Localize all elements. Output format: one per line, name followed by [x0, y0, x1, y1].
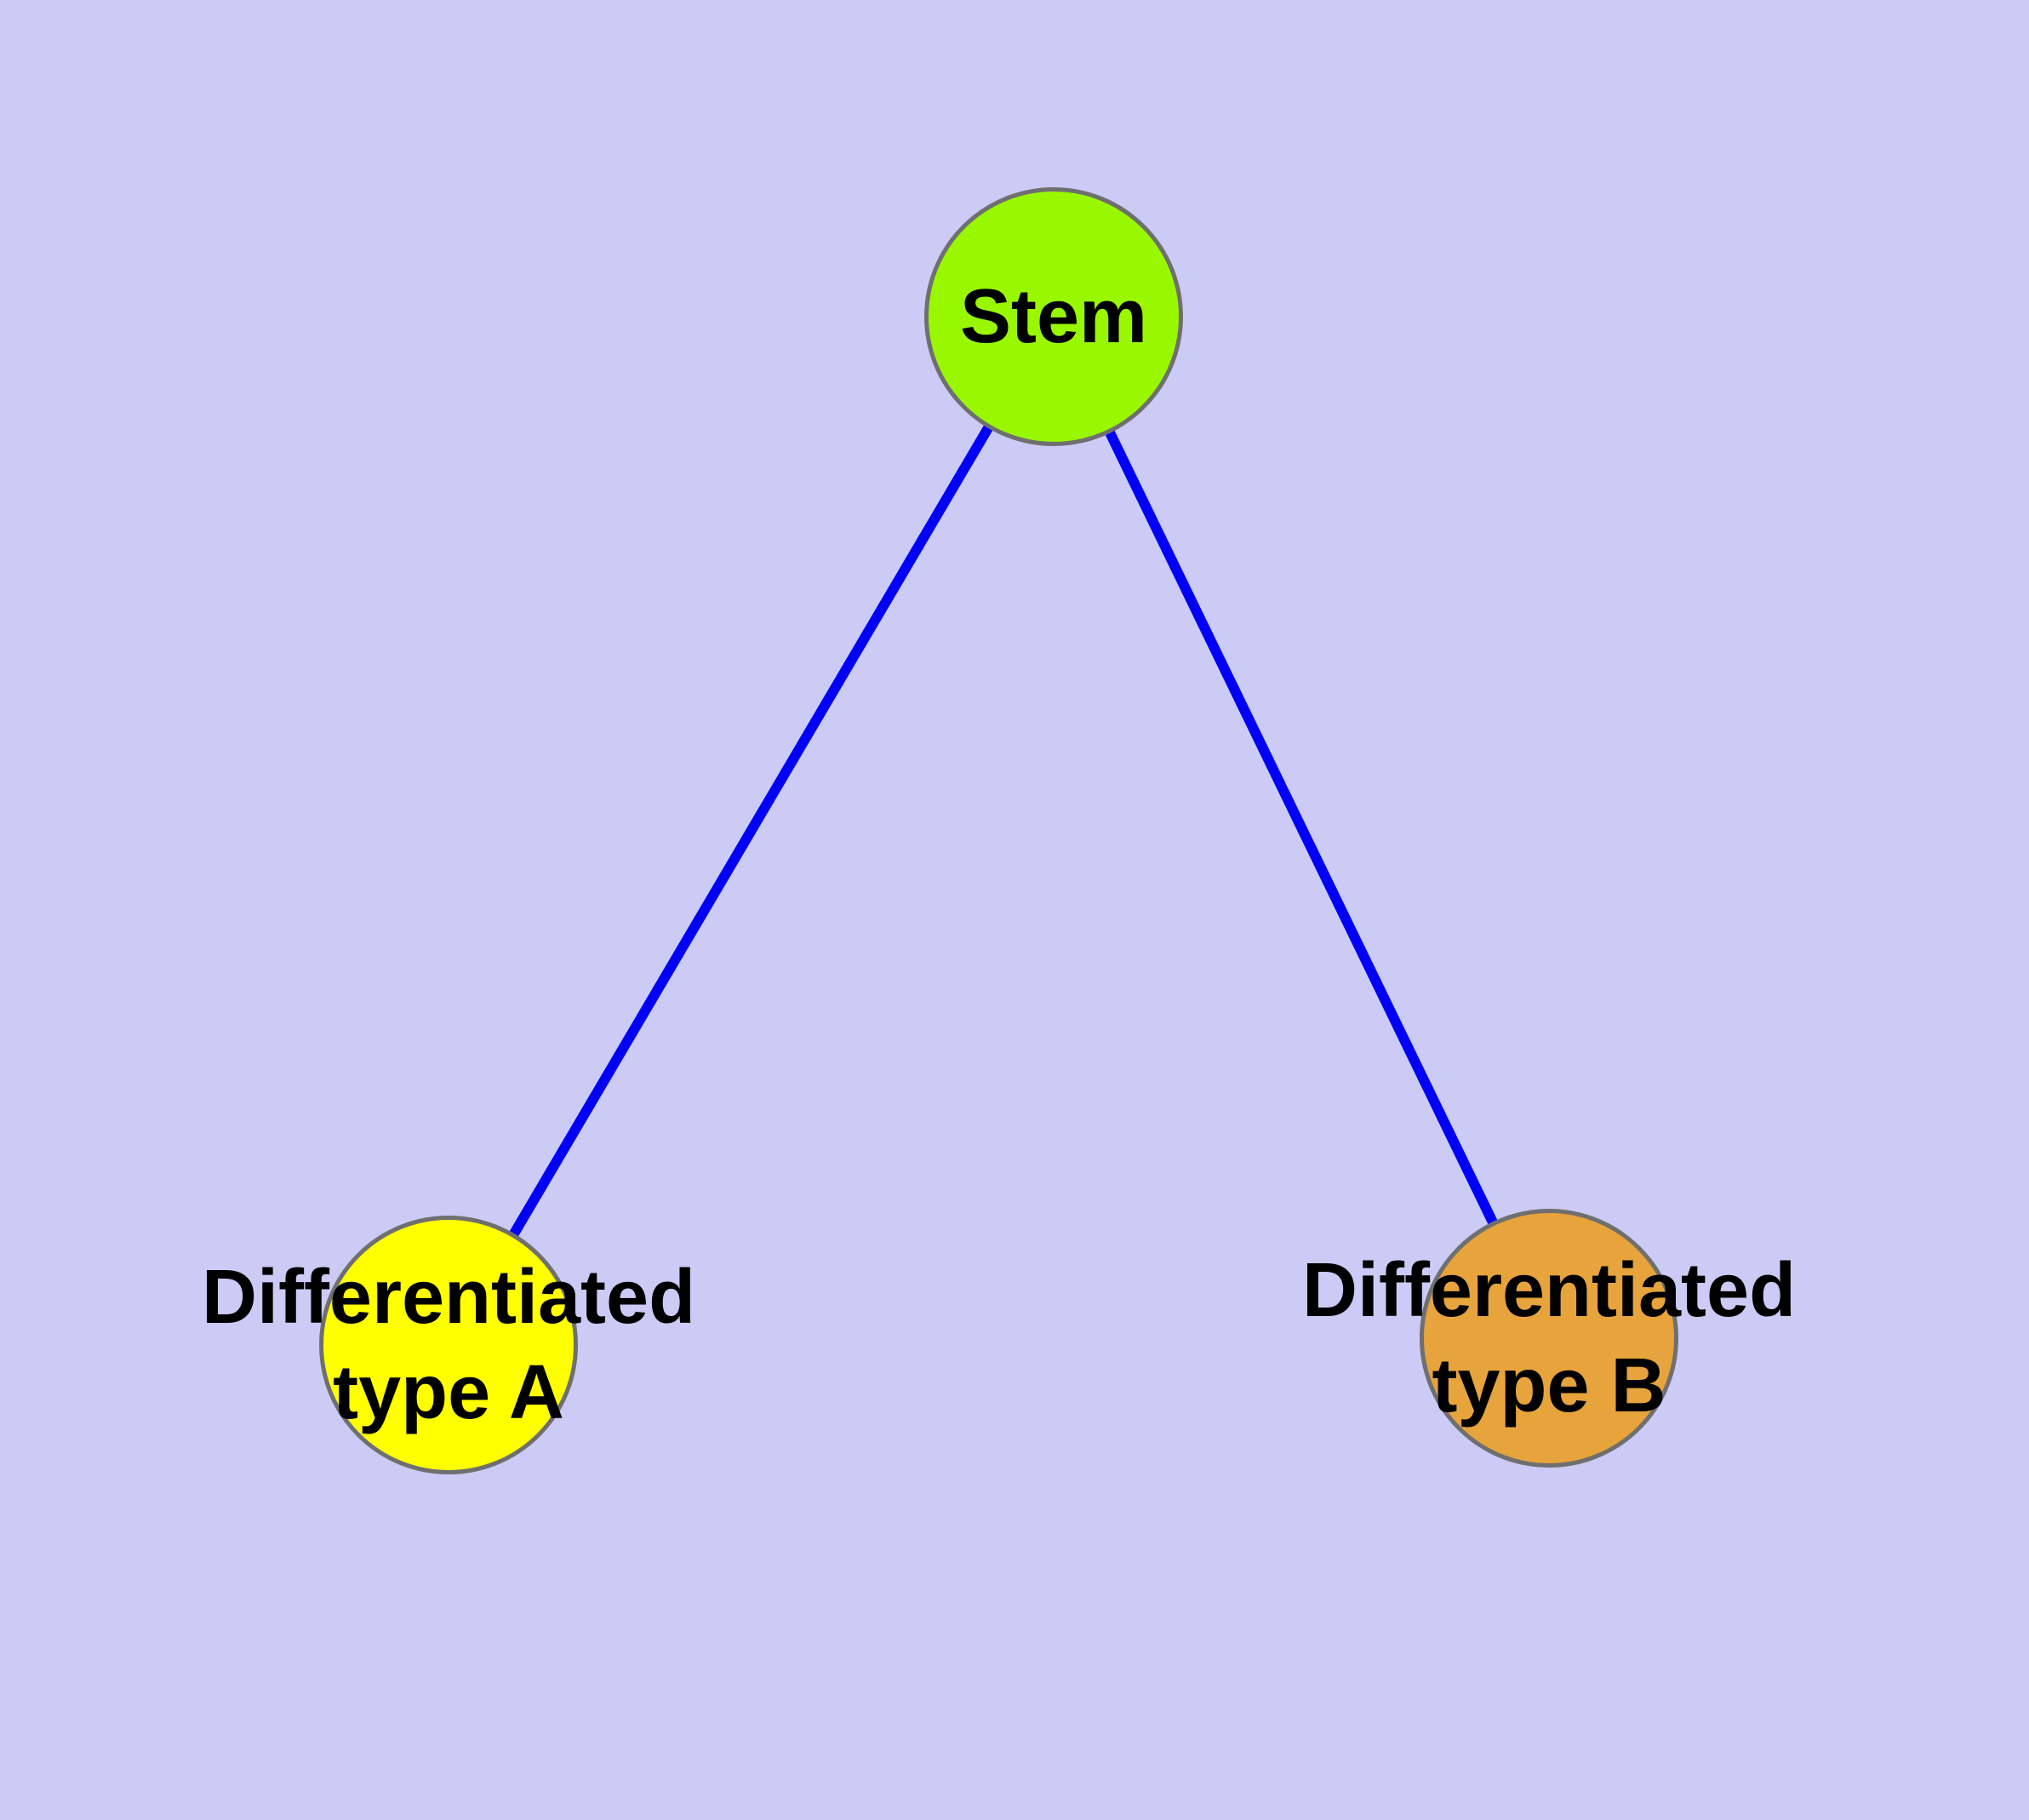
node-type-b-label-line2: type B	[1432, 1343, 1666, 1428]
node-stem: Stem	[924, 187, 1183, 446]
node-type-a-label-line2: type A	[333, 1350, 564, 1435]
node-differentiated-type-a: Differentiated type A	[202, 1216, 695, 1474]
node-type-a-label-line1: Differentiated	[201, 1255, 696, 1340]
node-stem-label: Stem	[959, 274, 1148, 359]
node-differentiated-type-b: Differentiated type B	[1302, 1209, 1796, 1468]
edge-stem-to-type-a	[443, 313, 1059, 1348]
edge-stem-to-type-b	[1049, 314, 1554, 1341]
node-type-b-label-line1: Differentiated	[1301, 1248, 1797, 1333]
